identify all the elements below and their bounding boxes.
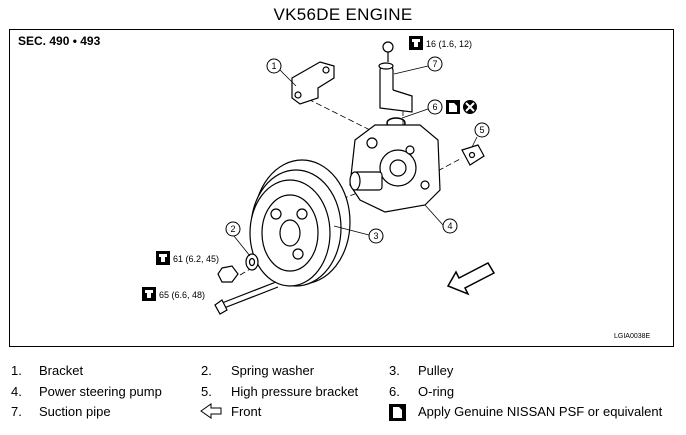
torque-wrench-icon — [142, 287, 156, 301]
diagram-frame — [9, 29, 674, 347]
figure-code: LGIA0038E — [614, 333, 651, 340]
legend-num-5: 5. — [201, 384, 212, 399]
torque-16-label: 16 (1.6, 12) — [426, 39, 472, 49]
callout-3-text: 3 — [373, 231, 378, 241]
bracket-part — [291, 61, 335, 105]
callout-4 — [442, 218, 458, 234]
legend-label-3: Pulley — [418, 363, 454, 378]
high-pressure-bracket-part — [461, 144, 485, 166]
pulley-part — [249, 159, 351, 287]
bolt-washer-part — [214, 253, 279, 315]
callout-7-text: 7 — [432, 59, 437, 69]
callout-2 — [225, 221, 241, 237]
torque-wrench-icon — [409, 36, 423, 50]
legend-num-7: 7. — [11, 404, 22, 419]
page-title: VK56DE ENGINE — [273, 5, 413, 24]
legend-num-6: 6. — [389, 384, 400, 399]
legend-label-5: High pressure bracket — [231, 384, 359, 399]
callout-7 — [427, 56, 443, 72]
callout-2-text: 2 — [230, 224, 235, 234]
legend-label-1: Bracket — [39, 363, 84, 378]
callout-5 — [474, 122, 490, 138]
callout-leaders — [233, 65, 478, 257]
front-arrow-icon — [200, 403, 222, 419]
callout-6-text: 6 — [432, 102, 437, 112]
psf-fluid-icon — [389, 404, 406, 421]
callout-1-text: 1 — [271, 61, 276, 71]
callout-4-text: 4 — [447, 221, 452, 231]
torque-65-label: 65 (6.6, 48) — [159, 290, 205, 300]
front-arrow-icon — [446, 262, 496, 296]
legend-label-4: Power steering pump — [39, 384, 162, 399]
legend-num-4: 4. — [11, 384, 22, 399]
legend-num-3: 3. — [389, 363, 400, 378]
torque-wrench-icon — [156, 251, 170, 265]
legend-label-psf: Apply Genuine NISSAN PSF or equivalent — [418, 404, 663, 419]
legend-num-2: 2. — [201, 363, 212, 378]
section-label: SEC. 490 • 493 — [18, 34, 101, 48]
pump-body-part — [349, 124, 441, 213]
callout-5-text: 5 — [479, 125, 484, 135]
legend-label-front: Front — [231, 404, 262, 419]
legend-num-1: 1. — [11, 363, 22, 378]
legend-label-2: Spring washer — [231, 363, 315, 378]
legend-label-7: Suction pipe — [39, 404, 111, 419]
torque-61-label: 61 (6.2, 45) — [173, 254, 219, 264]
psf-fluid-icon — [446, 100, 460, 114]
suction-pipe-part — [378, 41, 413, 113]
legend-label-6: O-ring — [418, 384, 455, 399]
do-not-reuse-icon — [463, 100, 477, 114]
callout-3 — [368, 228, 384, 244]
callout-1 — [266, 58, 282, 74]
callout-6 — [427, 99, 443, 115]
